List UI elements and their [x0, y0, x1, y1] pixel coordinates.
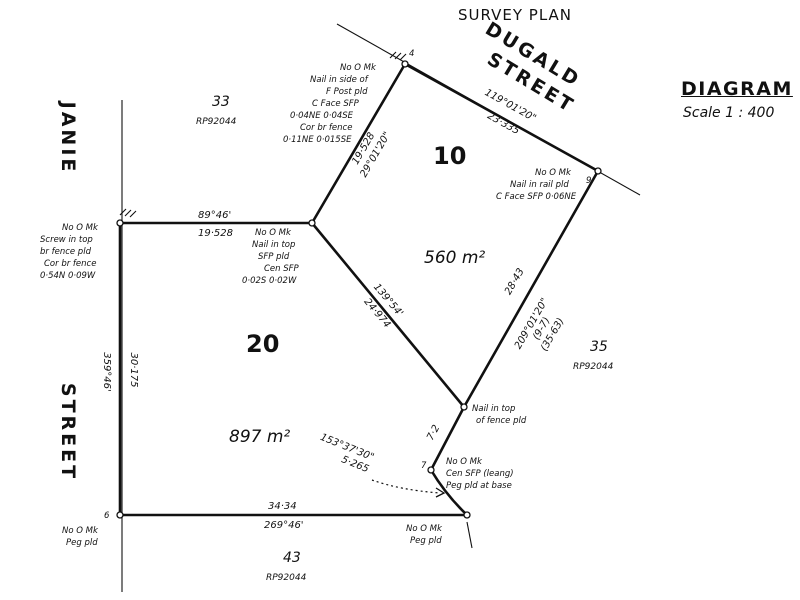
- station-9-mark: [594, 167, 602, 175]
- note-line: Cor br fence: [300, 123, 352, 133]
- note-line: Screw in top: [40, 235, 93, 245]
- note-corner-4: No O Mk Nail in side of F Post pld C Fac…: [283, 63, 377, 145]
- lot-10-number: 10: [433, 142, 466, 170]
- lot-33-number: 33: [212, 94, 230, 110]
- note-south-east: No O Mk Peg pld: [406, 524, 443, 546]
- station-7-label: 7: [421, 461, 427, 471]
- note-west-corner: No O Mk Screw in top br fence pld Cor br…: [40, 223, 99, 281]
- west-corner-mark: [116, 219, 124, 227]
- south-distance: 34·34: [268, 501, 297, 512]
- short-distance-7-2: 7·2: [425, 423, 442, 442]
- diagram-scale: Scale 1 : 400: [683, 105, 775, 121]
- note-line: C Face SFP 0·06NE: [496, 192, 577, 202]
- arc-pointer-arrow: [371, 479, 441, 494]
- note-line: Nail in top: [472, 404, 515, 414]
- note-line: 0·54N 0·09W: [40, 271, 96, 281]
- lot-20-number: 20: [246, 330, 279, 358]
- note-line: Cen SFP: [264, 264, 300, 274]
- note-line: No O Mk: [255, 228, 292, 238]
- note-corner-7: No O Mk Cen SFP (leang) Peg pld at base: [446, 457, 514, 491]
- lot20-north-bearing: 89°46': [198, 210, 231, 221]
- survey-plan-title: SURVEY PLAN: [458, 6, 573, 24]
- boundary-arc: [429, 468, 469, 517]
- boundary-lot10-west: [310, 62, 407, 225]
- note-corner-9: No O Mk Nail in rail pld C Face SFP 0·06…: [496, 168, 577, 202]
- boundary-dugald-frontage: [403, 62, 600, 173]
- lot-43-plan: RP92044: [266, 573, 307, 583]
- west-distance: 30·175: [128, 353, 139, 388]
- station-6-label: 6: [104, 511, 110, 521]
- note-line: No O Mk: [62, 223, 99, 233]
- note-line: Nail in side of: [310, 75, 370, 85]
- janie-street-name: JANIE: [57, 100, 79, 175]
- note-line: No O Mk: [446, 457, 483, 467]
- note-line: No O Mk: [340, 63, 377, 73]
- diagram-label: DIAGRAM: [681, 78, 793, 100]
- lot20-north-distance: 19·528: [198, 228, 233, 239]
- station-7-mark: [427, 466, 435, 474]
- east-distance: 28·43: [503, 267, 527, 297]
- boundary-diagonal: [310, 221, 466, 409]
- note-line: C Face SFP: [312, 99, 360, 109]
- boundary-lot10-east: [462, 169, 600, 409]
- south-east-mark: [463, 511, 471, 519]
- note-line: No O Mk: [406, 524, 443, 534]
- station-4-label: 4: [409, 49, 414, 59]
- note-line: 0·11NE 0·015SE: [283, 135, 352, 145]
- lot-20-area: 897 m²: [229, 427, 290, 447]
- south-east-extension: [466, 521, 473, 549]
- note-line: SFP pld: [258, 252, 290, 262]
- boundary-short-7-2: [429, 405, 466, 472]
- note-line: br fence pld: [40, 247, 92, 257]
- note-line: Nail in top: [252, 240, 295, 250]
- note-line: of fence pld: [476, 416, 527, 426]
- note-line: Peg pld: [66, 538, 98, 548]
- note-line: Cor br fence: [44, 259, 96, 269]
- note-line: Nail in rail pld: [510, 180, 569, 190]
- lot-10-area: 560 m²: [424, 248, 485, 268]
- janie-street-word: STREET: [57, 383, 79, 481]
- lot-35-plan: RP92044: [573, 362, 614, 372]
- station-6-mark: [116, 511, 124, 519]
- note-line: 0·02S 0·02W: [242, 276, 297, 286]
- note-mid-junction: No O Mk Nail in top SFP pld Cen SFP 0·02…: [242, 228, 300, 286]
- lot-43-number: 43: [283, 550, 301, 566]
- note-line: F Post pld: [326, 87, 368, 97]
- fence-hatching: [119, 51, 407, 218]
- fence-nail-mark: [460, 403, 468, 411]
- note-line: Cen SFP (leang): [446, 469, 514, 479]
- note-line: Peg pld at base: [446, 481, 512, 491]
- note-line: Peg pld: [410, 536, 442, 546]
- junction-mark: [308, 219, 316, 227]
- lot-33-plan: RP92044: [196, 117, 237, 127]
- note-line: 0·04NE 0·04SE: [290, 111, 354, 121]
- west-bearing: 359°46': [101, 352, 112, 392]
- lot-35-number: 35: [590, 339, 608, 355]
- station-9-label: 9: [586, 176, 591, 186]
- note-line: No O Mk: [535, 168, 572, 178]
- station-4-mark: [401, 60, 409, 68]
- arrow-head-icon: [435, 487, 446, 498]
- south-bearing: 269°46': [264, 520, 304, 531]
- note-fence-nail: Nail in top of fence pld: [472, 404, 527, 426]
- note-corner-6: No O Mk Peg pld: [62, 526, 99, 548]
- note-line: No O Mk: [62, 526, 99, 536]
